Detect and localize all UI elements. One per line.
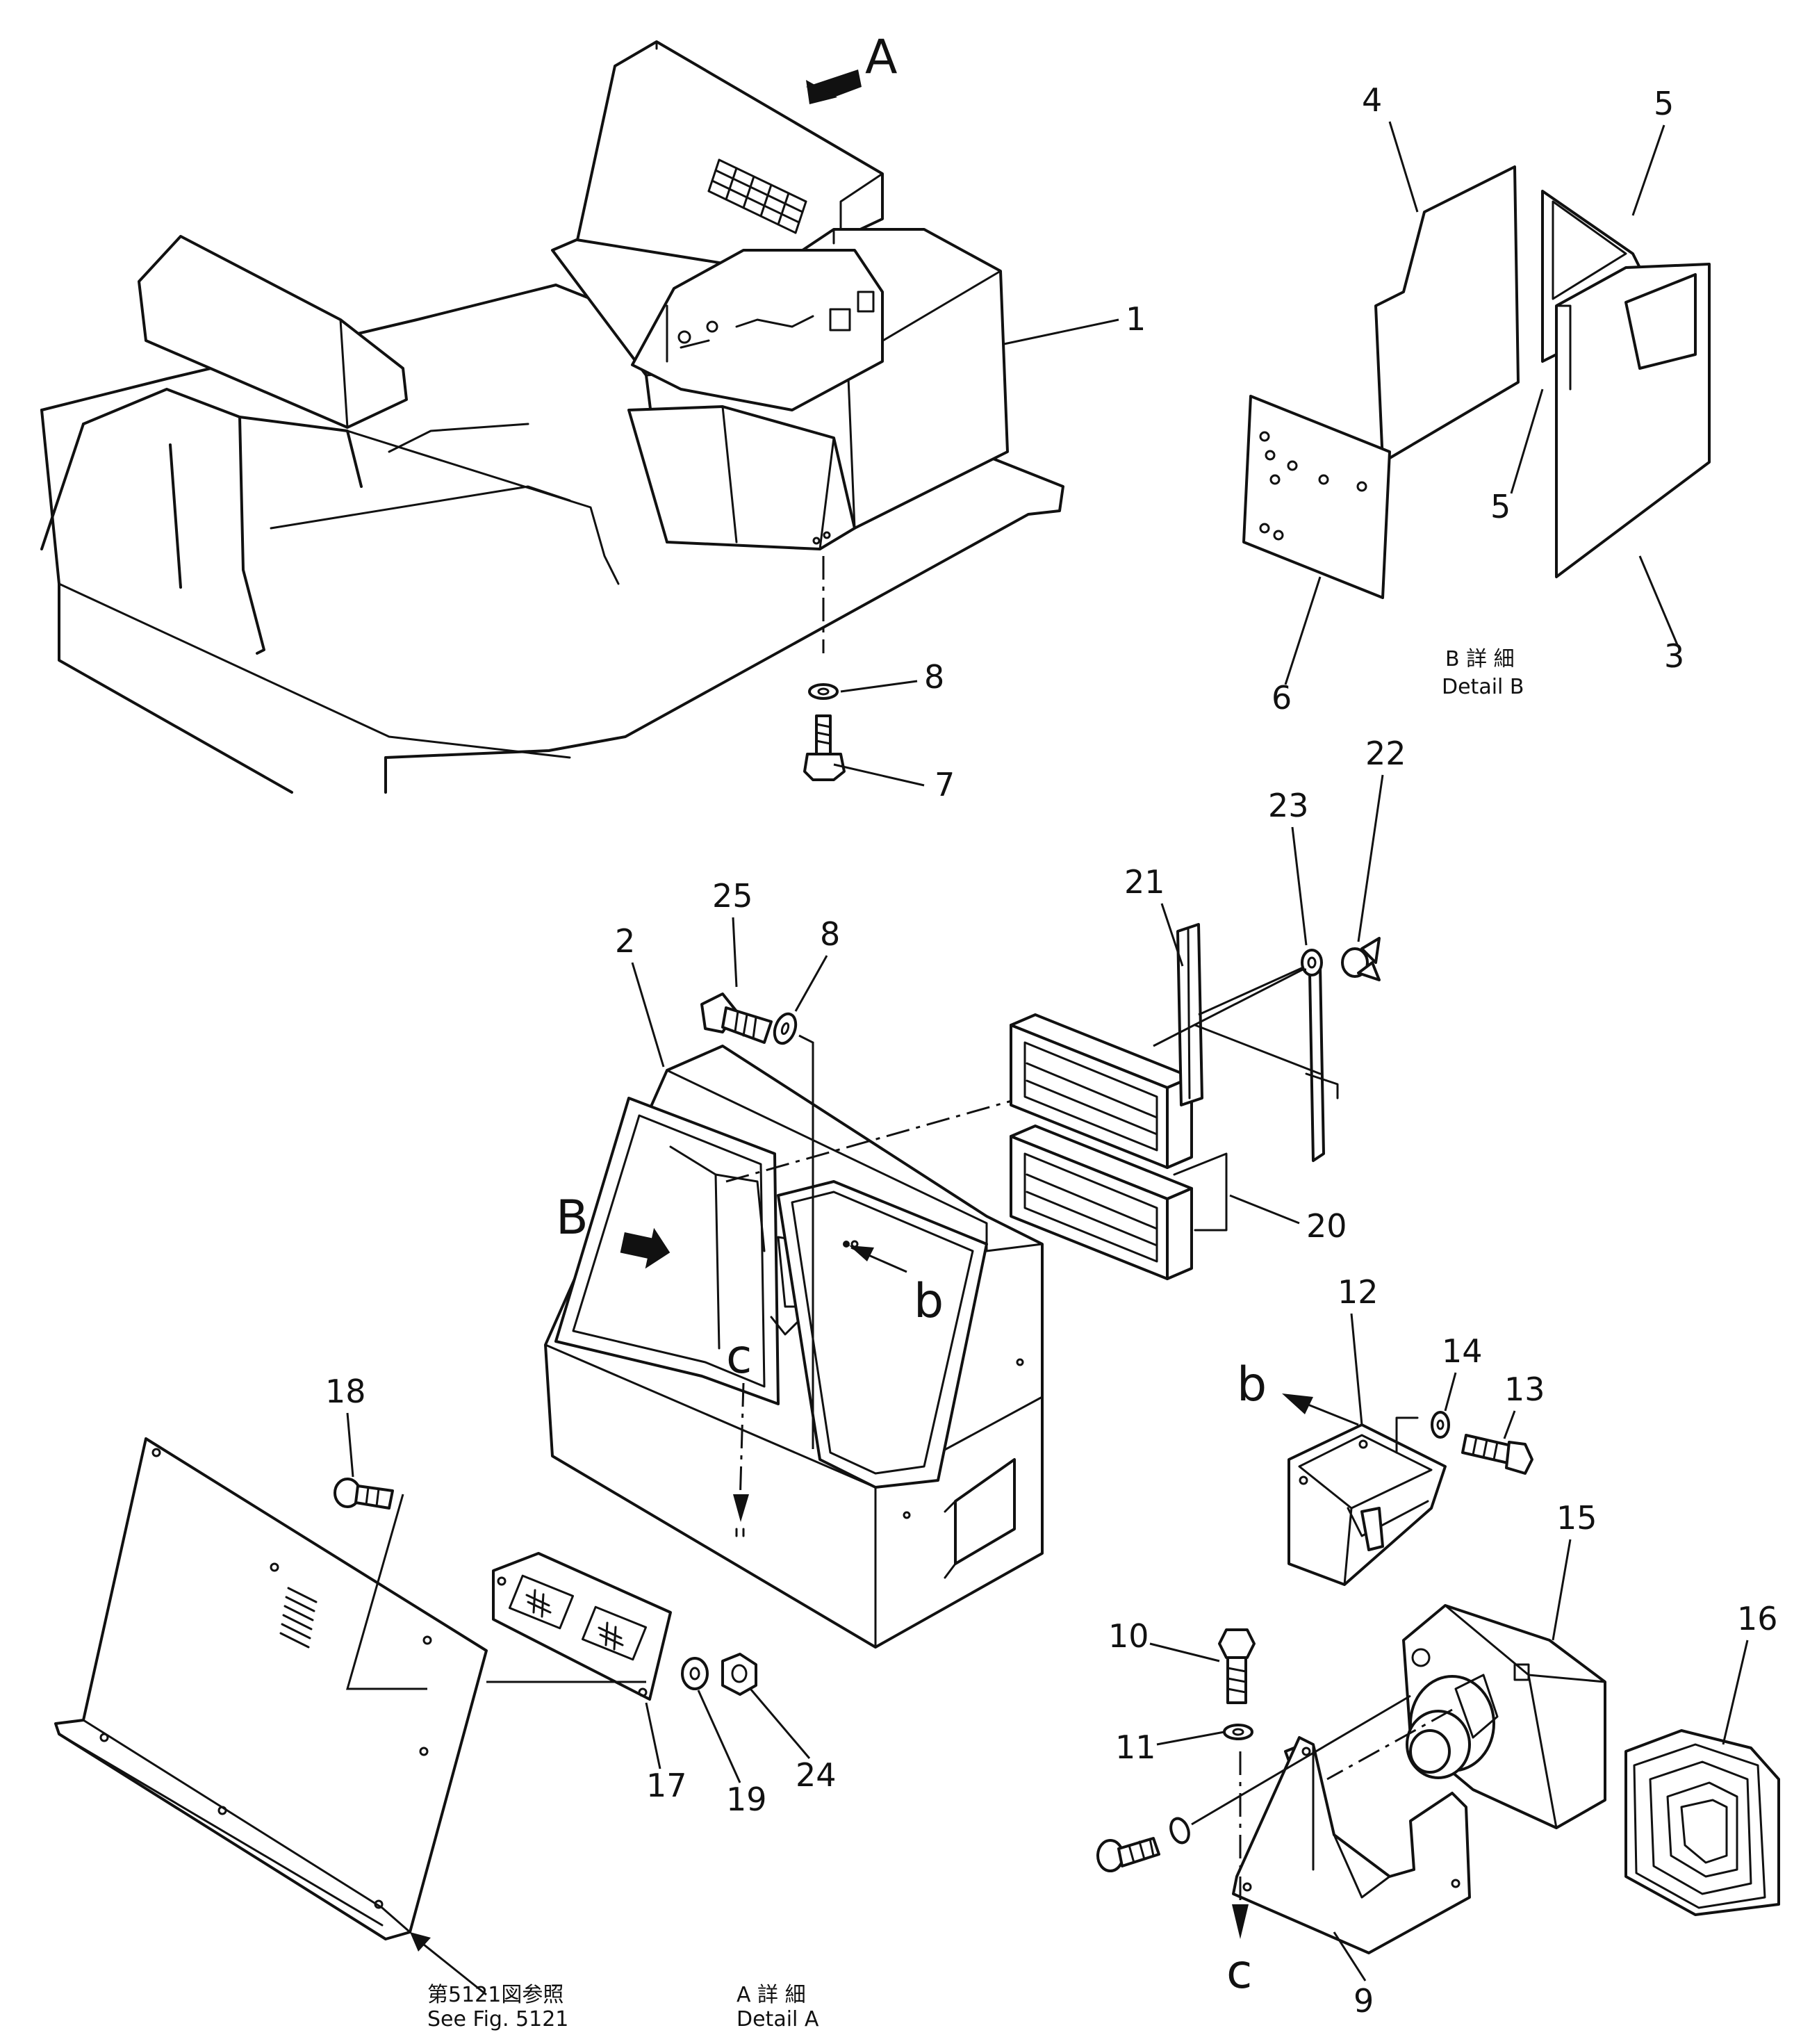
caption-detail-a-en: Detail A <box>737 2007 819 2031</box>
view-arrow-b: B <box>556 1191 670 1269</box>
callout-5-bottom: 5 <box>1490 488 1511 525</box>
callout-12: 12 <box>1338 1273 1379 1311</box>
callout-10: 10 <box>1108 1617 1149 1655</box>
caption-detail-a-jp: A 詳 細 <box>737 1983 806 2007</box>
callout-16: 16 <box>1737 1600 1778 1637</box>
caption-detail-b-jp: B 詳 細 <box>1445 647 1515 671</box>
bracket-21 <box>1176 923 1339 1162</box>
screw-heater-mount <box>1096 1694 1411 1872</box>
callout-15: 15 <box>1556 1499 1597 1537</box>
callout-2: 2 <box>615 922 635 960</box>
callout-23: 23 <box>1268 787 1309 824</box>
callout-25: 25 <box>712 877 753 915</box>
label-c-lower: c <box>1226 1945 1252 2000</box>
view-arrow-b-duct: b <box>1237 1357 1359 1426</box>
callout-5-top: 5 <box>1654 85 1674 122</box>
washer-19 <box>681 1657 709 1690</box>
view-arrow-c-lower: c <box>1226 1751 1252 2000</box>
view-arrow-b-lower-case: b <box>843 1241 944 1329</box>
plate-17 <box>486 1552 672 1701</box>
label-b-lower-duct: b <box>1237 1357 1267 1412</box>
callout-20: 20 <box>1306 1207 1347 1245</box>
view-arrow-a: A <box>806 30 898 104</box>
callout-3: 3 <box>1664 637 1684 675</box>
callout-21: 21 <box>1124 863 1165 901</box>
screw-18 <box>334 1478 427 1690</box>
callout-9: 9 <box>1354 1982 1374 2020</box>
label-a: A <box>865 30 898 85</box>
washer-11 <box>1223 1724 1253 1740</box>
air-filters-20 <box>1010 1013 1300 1280</box>
callout-1: 1 <box>1126 300 1146 338</box>
bolt-10 <box>1218 1628 1256 1704</box>
label-b: B <box>556 1191 589 1245</box>
caption-detail-b-en: Detail B <box>1442 675 1524 699</box>
bracket-9 <box>1232 1708 1471 1954</box>
callout-14: 14 <box>1442 1332 1483 1370</box>
washer-14 <box>1431 1411 1450 1439</box>
washer-8-top <box>808 683 839 700</box>
bolt-13 <box>1461 1434 1533 1475</box>
callout-11: 11 <box>1115 1728 1156 1766</box>
duct-12 <box>1287 1416 1447 1586</box>
caption-see-fig-en: See Fig. 5121 <box>427 2007 568 2031</box>
boot-16 <box>1624 1729 1780 1916</box>
callout-8-top: 8 <box>924 658 944 696</box>
view-arrow-c-upper: c <box>726 1330 752 1537</box>
callout-22: 22 <box>1365 735 1406 772</box>
callout-17: 17 <box>646 1767 687 1804</box>
bolt-7 <box>803 714 846 781</box>
callout-19: 19 <box>726 1781 767 1818</box>
cab-frame-2 <box>544 1045 1044 1649</box>
callout-24: 24 <box>796 1756 837 1794</box>
cover-panel <box>54 1437 488 1996</box>
callout-18: 18 <box>325 1373 366 1410</box>
label-c-upper: c <box>726 1330 752 1384</box>
callout-8-cab: 8 <box>820 915 840 953</box>
caption-see-fig-jp: 第5121図参照 <box>427 1983 563 2007</box>
callout-13: 13 <box>1504 1371 1545 1408</box>
machine-overview <box>40 40 1064 794</box>
heater-15 <box>1402 1604 1606 1829</box>
rear-grille <box>707 158 807 234</box>
wing-nut-22 <box>1341 937 1381 981</box>
callout-4: 4 <box>1362 81 1382 119</box>
washer-23 <box>1301 949 1323 976</box>
nut-24 <box>721 1653 757 1696</box>
callout-7: 7 <box>935 766 955 803</box>
bolt-25 <box>700 992 773 1044</box>
detail-b: 4 5 5 6 3 B 詳 細 Detail B <box>1242 81 1711 717</box>
label-b-lower-cab: b <box>914 1274 944 1329</box>
callout-6: 6 <box>1272 679 1292 717</box>
washer-8-cab <box>773 1012 798 1045</box>
